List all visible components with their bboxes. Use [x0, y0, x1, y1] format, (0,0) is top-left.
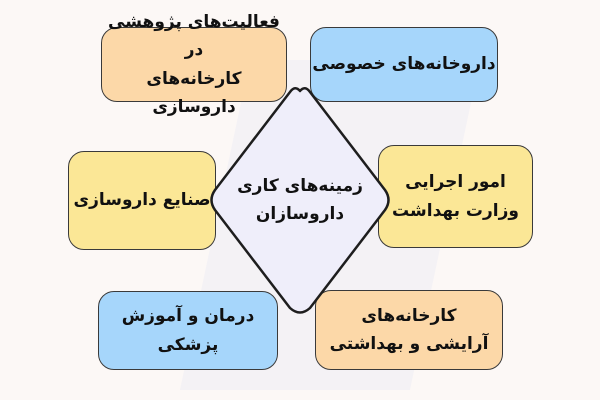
box-private-pharmacies: داروخانه‌های خصوصی: [310, 27, 498, 102]
box-line1: درمان و آموزش: [121, 306, 255, 327]
center-label-line1: زمینه‌های کاری: [237, 175, 363, 196]
box-line1: فعالیت‌های پژوهشی در: [108, 12, 280, 61]
box-medical-treatment-education: درمان و آموزش پزشکی: [98, 291, 278, 370]
center-label-line2: داروسازان: [255, 204, 345, 224]
box-line2: وزارت بهداشت: [392, 200, 519, 221]
box-line1: کارخانه‌های: [361, 305, 457, 326]
box-cosmetic-factories: کارخانه‌های آرایشی و بهداشتی: [315, 290, 503, 370]
box-line1: امور اجرایی: [405, 172, 506, 193]
diamond-shape: [210, 87, 390, 314]
box-health-ministry: امور اجرایی وزارت بهداشت: [378, 145, 533, 248]
box-line1: داروخانه‌های خصوصی: [312, 54, 496, 75]
box-line2: پزشکی: [157, 334, 219, 355]
center-diamond: زمینه‌های کاری داروسازان: [208, 85, 392, 315]
box-line2: کارخانه‌های داروسازی: [146, 68, 242, 117]
box-pharma-industry: صنایع داروسازی: [68, 151, 216, 250]
box-line2: آرایشی و بهداشتی: [329, 334, 489, 354]
box-line1: صنایع داروسازی: [73, 190, 211, 211]
box-research-activities: فعالیت‌های پژوهشی در کارخانه‌های داروساز…: [101, 12, 287, 117]
